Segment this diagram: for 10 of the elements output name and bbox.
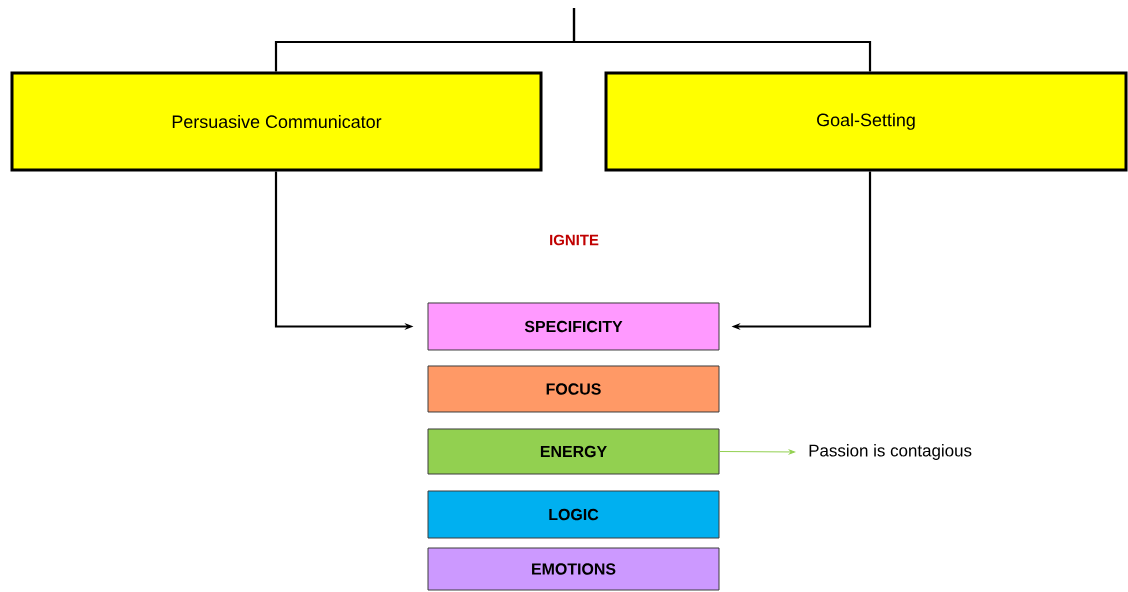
note-text: Passion is contagious xyxy=(809,444,972,460)
stack-box: EMOTIONS xyxy=(427,547,720,591)
process-box: Persuasive Communicator xyxy=(10,71,543,172)
connector-arrow xyxy=(719,449,796,455)
stack-box: ENERGY xyxy=(427,428,720,475)
heading-label: IGNITE xyxy=(550,234,599,246)
stack-box: FOCUS xyxy=(427,365,720,413)
stack-box: LOGIC xyxy=(427,490,720,539)
stack-box: SPECIFICITY xyxy=(427,302,720,351)
process-box: Goal-Setting xyxy=(604,71,1128,172)
